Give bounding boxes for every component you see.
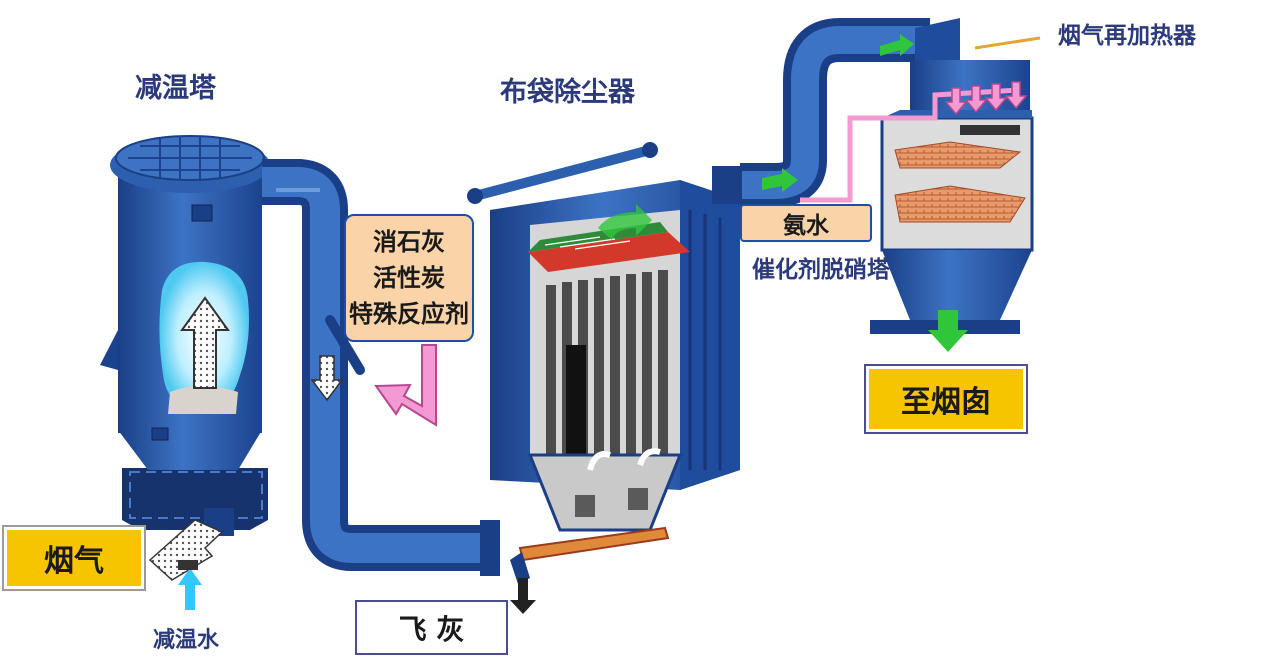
flue-gas-box: 烟气 bbox=[2, 525, 146, 591]
cooling-water-arrow-icon bbox=[178, 568, 202, 610]
bag-filter-label: 布袋除尘器 bbox=[500, 77, 635, 108]
reagent-feed-arrow-icon bbox=[374, 344, 437, 427]
fly-ash-arrow-icon bbox=[510, 578, 536, 614]
fly-ash-box: 飞 灰 bbox=[355, 600, 508, 655]
fly-ash-text: 飞 灰 bbox=[398, 612, 465, 646]
ammonia-injection-lines bbox=[800, 87, 1021, 203]
chimney-box: 至烟囱 bbox=[864, 364, 1028, 434]
reheater-label: 烟气再加热器 bbox=[1058, 23, 1196, 49]
cooling-water-label: 减温水 bbox=[153, 628, 220, 653]
reagent-item: 消石灰 bbox=[373, 228, 445, 256]
ammonia-text: 氨水 bbox=[783, 213, 829, 239]
inlet-duct bbox=[148, 508, 234, 581]
reagent-injection-arrow-icon bbox=[310, 355, 344, 402]
ammonia-box: 氨水 bbox=[740, 204, 872, 242]
reagent-item: 活性炭 bbox=[373, 264, 445, 292]
cooling-tower bbox=[100, 135, 270, 530]
flue-gas-text: 烟气 bbox=[44, 544, 104, 579]
reagents-box: 消石灰 活性炭 特殊反应剂 bbox=[344, 214, 474, 342]
catalyst-tower bbox=[870, 18, 1034, 334]
reagent-item: 特殊反应剂 bbox=[349, 300, 469, 328]
catalyst-tower-label: 催化剂脱硝塔 bbox=[752, 257, 890, 283]
flow-arrow-icon bbox=[880, 34, 914, 56]
exhaust-arrow-icon bbox=[928, 310, 968, 352]
bag-filter-unit bbox=[467, 142, 740, 584]
up-flow-arrow-icon bbox=[180, 296, 230, 389]
cooling-tower-label: 减温塔 bbox=[135, 73, 216, 104]
ammonia-nozzles bbox=[944, 81, 1028, 116]
chimney-text: 至烟囱 bbox=[901, 385, 991, 420]
flow-arrow-icon bbox=[762, 168, 798, 192]
